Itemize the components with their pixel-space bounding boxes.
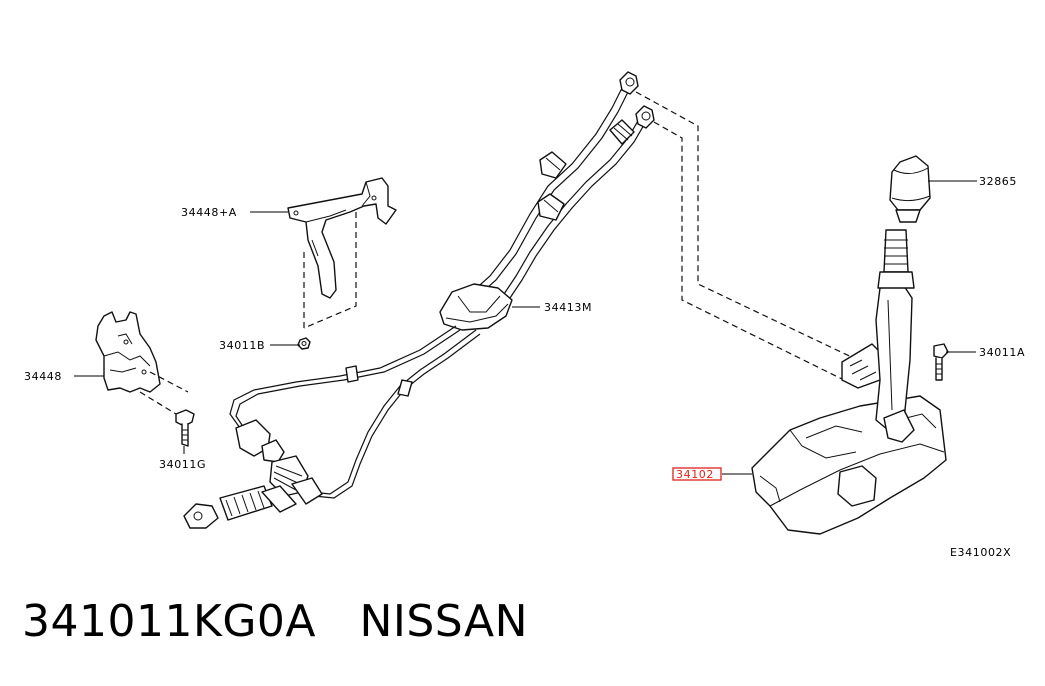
shifter-assembly-34102: [751, 229, 947, 535]
label-32865: 32865: [979, 175, 1017, 188]
label-34448: 34448: [24, 370, 62, 383]
label-34011b: 34011B: [219, 339, 265, 352]
leader-lines: [74, 180, 977, 475]
shift-knob-32865: [889, 155, 931, 223]
shift-cables-34413m: [183, 71, 655, 529]
bolt-34011g: [175, 409, 195, 447]
bolt-34011b: [297, 337, 311, 350]
label-34011a: 34011A: [979, 346, 1025, 359]
label-34102-highlight-box: [672, 467, 722, 481]
diagram-code-label: E341002X: [950, 546, 1011, 559]
cable-to-shifter-dashed-guides: [635, 91, 863, 383]
bracket-34448-a-dashed-guide: [303, 212, 357, 330]
label-34413m: 34413M: [544, 301, 592, 314]
bolt-34011a: [933, 343, 949, 381]
part-number-caption: 341011KG0A NISSAN: [22, 596, 529, 647]
label-34448-a: 34448+A: [181, 206, 237, 219]
part-labels: 34448+A 34011B 34448 34011G 34413M 32865…: [24, 175, 1025, 559]
label-34102: 34102: [676, 468, 714, 481]
bracket-34448: [95, 311, 161, 393]
bracket-34448-a: [287, 177, 397, 299]
bracket-34448-dashed-guide: [139, 371, 189, 415]
label-34011g: 34011G: [159, 458, 206, 471]
